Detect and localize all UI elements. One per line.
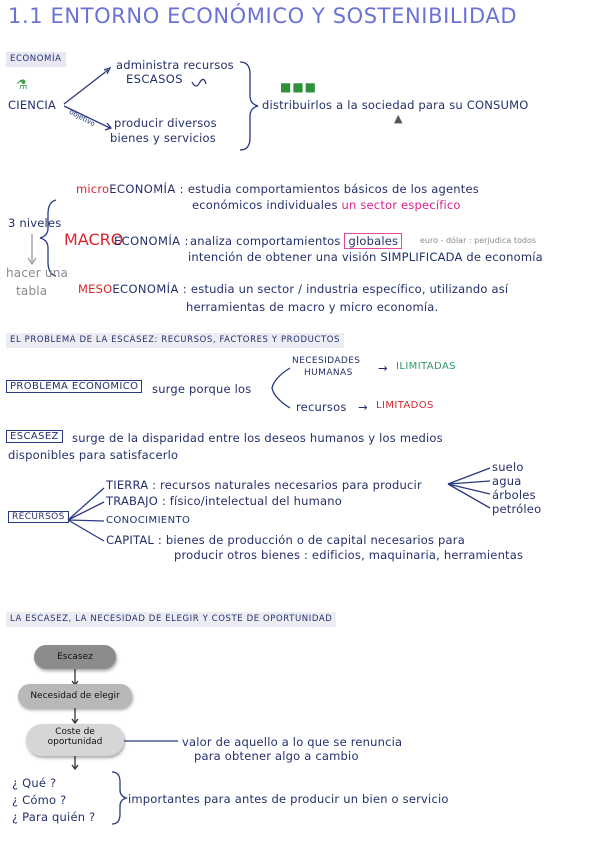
brace-economia (239, 61, 259, 151)
micro-text-2: económicos individuales (192, 198, 338, 212)
question-que: ¿ Qué ? (12, 776, 57, 790)
micro-text-1: estudia comportamientos básicos de los a… (187, 182, 479, 196)
recurso-capital-2: producir otros bienes : edificios, maqui… (174, 548, 524, 562)
arrow-administra-head (103, 66, 112, 75)
hacer-tabla-note-1: hacer una (6, 266, 69, 280)
micro-highlight: un sector específico (341, 198, 461, 212)
meso-prefix: MESO (78, 282, 113, 296)
brace-niveles (39, 199, 57, 277)
micro-suffix: ECONOMÍA : (109, 182, 184, 196)
arrow-ilimitadas: → (378, 361, 388, 375)
niveles-label: 3 niveles (8, 216, 62, 230)
macro-prefix: MACRO (64, 230, 124, 249)
line-trabajo (67, 501, 105, 521)
line-suelo (447, 467, 491, 485)
coste-line-1: Coste de (55, 727, 95, 737)
escasez-text-1: surge de la disparidad entre los deseos … (72, 431, 443, 445)
macro-note: euro - dólar : perjudica todos (420, 236, 537, 245)
coste-def-2: para obtener algo a cambio (194, 749, 359, 763)
tierra-item-arboles: árboles (492, 488, 536, 502)
meso-suffix: ECONOMÍA : (112, 282, 188, 296)
arrow-producir-head (104, 122, 113, 131)
recurso-trabajo: TRABAJO : físico/intelectual del humano (106, 494, 342, 508)
question-como: ¿ Cómo ? (12, 793, 67, 807)
flow-node-escasez: Escasez (34, 645, 116, 669)
micro-prefix: micro (76, 182, 110, 196)
macro-text-1: analiza comportamientos (190, 234, 341, 248)
recurso-tierra: TIERRA : recursos naturales necesarios p… (106, 478, 422, 492)
brace-problema (271, 367, 291, 409)
coste-line-2: oportunidad (47, 737, 103, 748)
administra-text: administra recursos (116, 58, 234, 72)
flow-node-coste: Coste de oportunidad (26, 724, 124, 756)
micro-row-2: económicos individuales un sector especí… (192, 198, 461, 212)
macro-text-2: intención de obtener una visión SIMPLIFI… (188, 250, 543, 264)
producir-text-1: producir diversos (114, 116, 217, 130)
recurso-capital-1: CAPITAL : bienes de producción o de capi… (106, 533, 465, 547)
squiggle-arrow (191, 78, 207, 87)
escasos-text: ESCASOS (126, 72, 183, 86)
limitados-text: LIMITADOS (376, 400, 434, 411)
coste-def-1: valor de aquello a lo que se renuncia (182, 735, 403, 749)
tierra-item-agua: agua (492, 474, 522, 488)
escasez-text-2: disponibles para satisfacerlo (8, 448, 179, 462)
questions-note: importantes para antes de producir un bi… (128, 792, 449, 806)
page-title: 1.1 ENTORNO ECONÓMICO Y SOSTENIBILIDAD (8, 4, 518, 28)
section-header-eleccion: LA ESCASEZ, LA NECESIDAD DE ELEGIR Y COS… (6, 612, 337, 627)
section-header-problema: EL PROBLEMA DE LA ESCASEZ: RECURSOS, FAC… (6, 333, 345, 348)
recursos-label: RECURSOS (8, 511, 69, 523)
surge-text: surge porque los (152, 382, 252, 396)
producir-text-2: bienes y servicios (110, 131, 216, 145)
tierra-item-petroleo: petróleo (492, 502, 542, 516)
macro-suffix: ECONOMÍA : (114, 234, 189, 248)
necesidades-text-1: NECESIDADES (292, 356, 361, 366)
arrow-producir (63, 105, 111, 129)
necesidades-text-2: HUMANAS (304, 368, 353, 378)
distribuirlos-text: distribuirlos a la sociedad para su CONS… (262, 98, 529, 112)
section-header-economia: ECONOMÍA (6, 52, 66, 67)
macro-globales: globales (344, 233, 403, 249)
hacer-tabla-note-2: tabla (16, 284, 48, 298)
question-para-quien: ¿ Para quién ? (12, 810, 96, 824)
macro-row-1: analiza comportamientos globales (190, 233, 403, 249)
arrow-administra (63, 69, 109, 105)
ilimitadas-text: ILIMITADAS (396, 361, 456, 372)
line-agua (447, 480, 491, 485)
meso-text-1: estudia un sector / industria específico… (190, 282, 509, 296)
tierra-item-suelo: suelo (492, 460, 524, 474)
brace-questions (111, 771, 129, 825)
people-icon: ▲ (394, 112, 403, 125)
microeconomia-row: microECONOMÍA : estudia comportamientos … (76, 182, 479, 196)
line-conocimiento (67, 519, 105, 522)
flask-icon: ⚗ (16, 78, 28, 93)
mesoeconomia-row: MESOECONOMÍA : estudia un sector / indus… (78, 282, 508, 296)
recursos-text: recursos (296, 400, 347, 414)
arrow-limitados: → (358, 400, 368, 414)
meso-text-2: herramientas de macro y micro economía. (186, 300, 439, 314)
recurso-conocimiento: CONOCIMIENTO (106, 515, 191, 526)
escasez-label: ESCASEZ (6, 430, 63, 443)
line-tierra (67, 487, 105, 521)
line-arboles (447, 483, 491, 495)
problema-economico-label: PROBLEMA ECONÓMICO (6, 380, 143, 393)
line-capital (67, 519, 105, 542)
flow-node-necesidad: Necesidad de elegir (18, 684, 132, 708)
ciencia-label: CIENCIA (8, 98, 56, 112)
line-petroleo (447, 483, 491, 509)
truck-icons: ■■■ (280, 80, 318, 94)
